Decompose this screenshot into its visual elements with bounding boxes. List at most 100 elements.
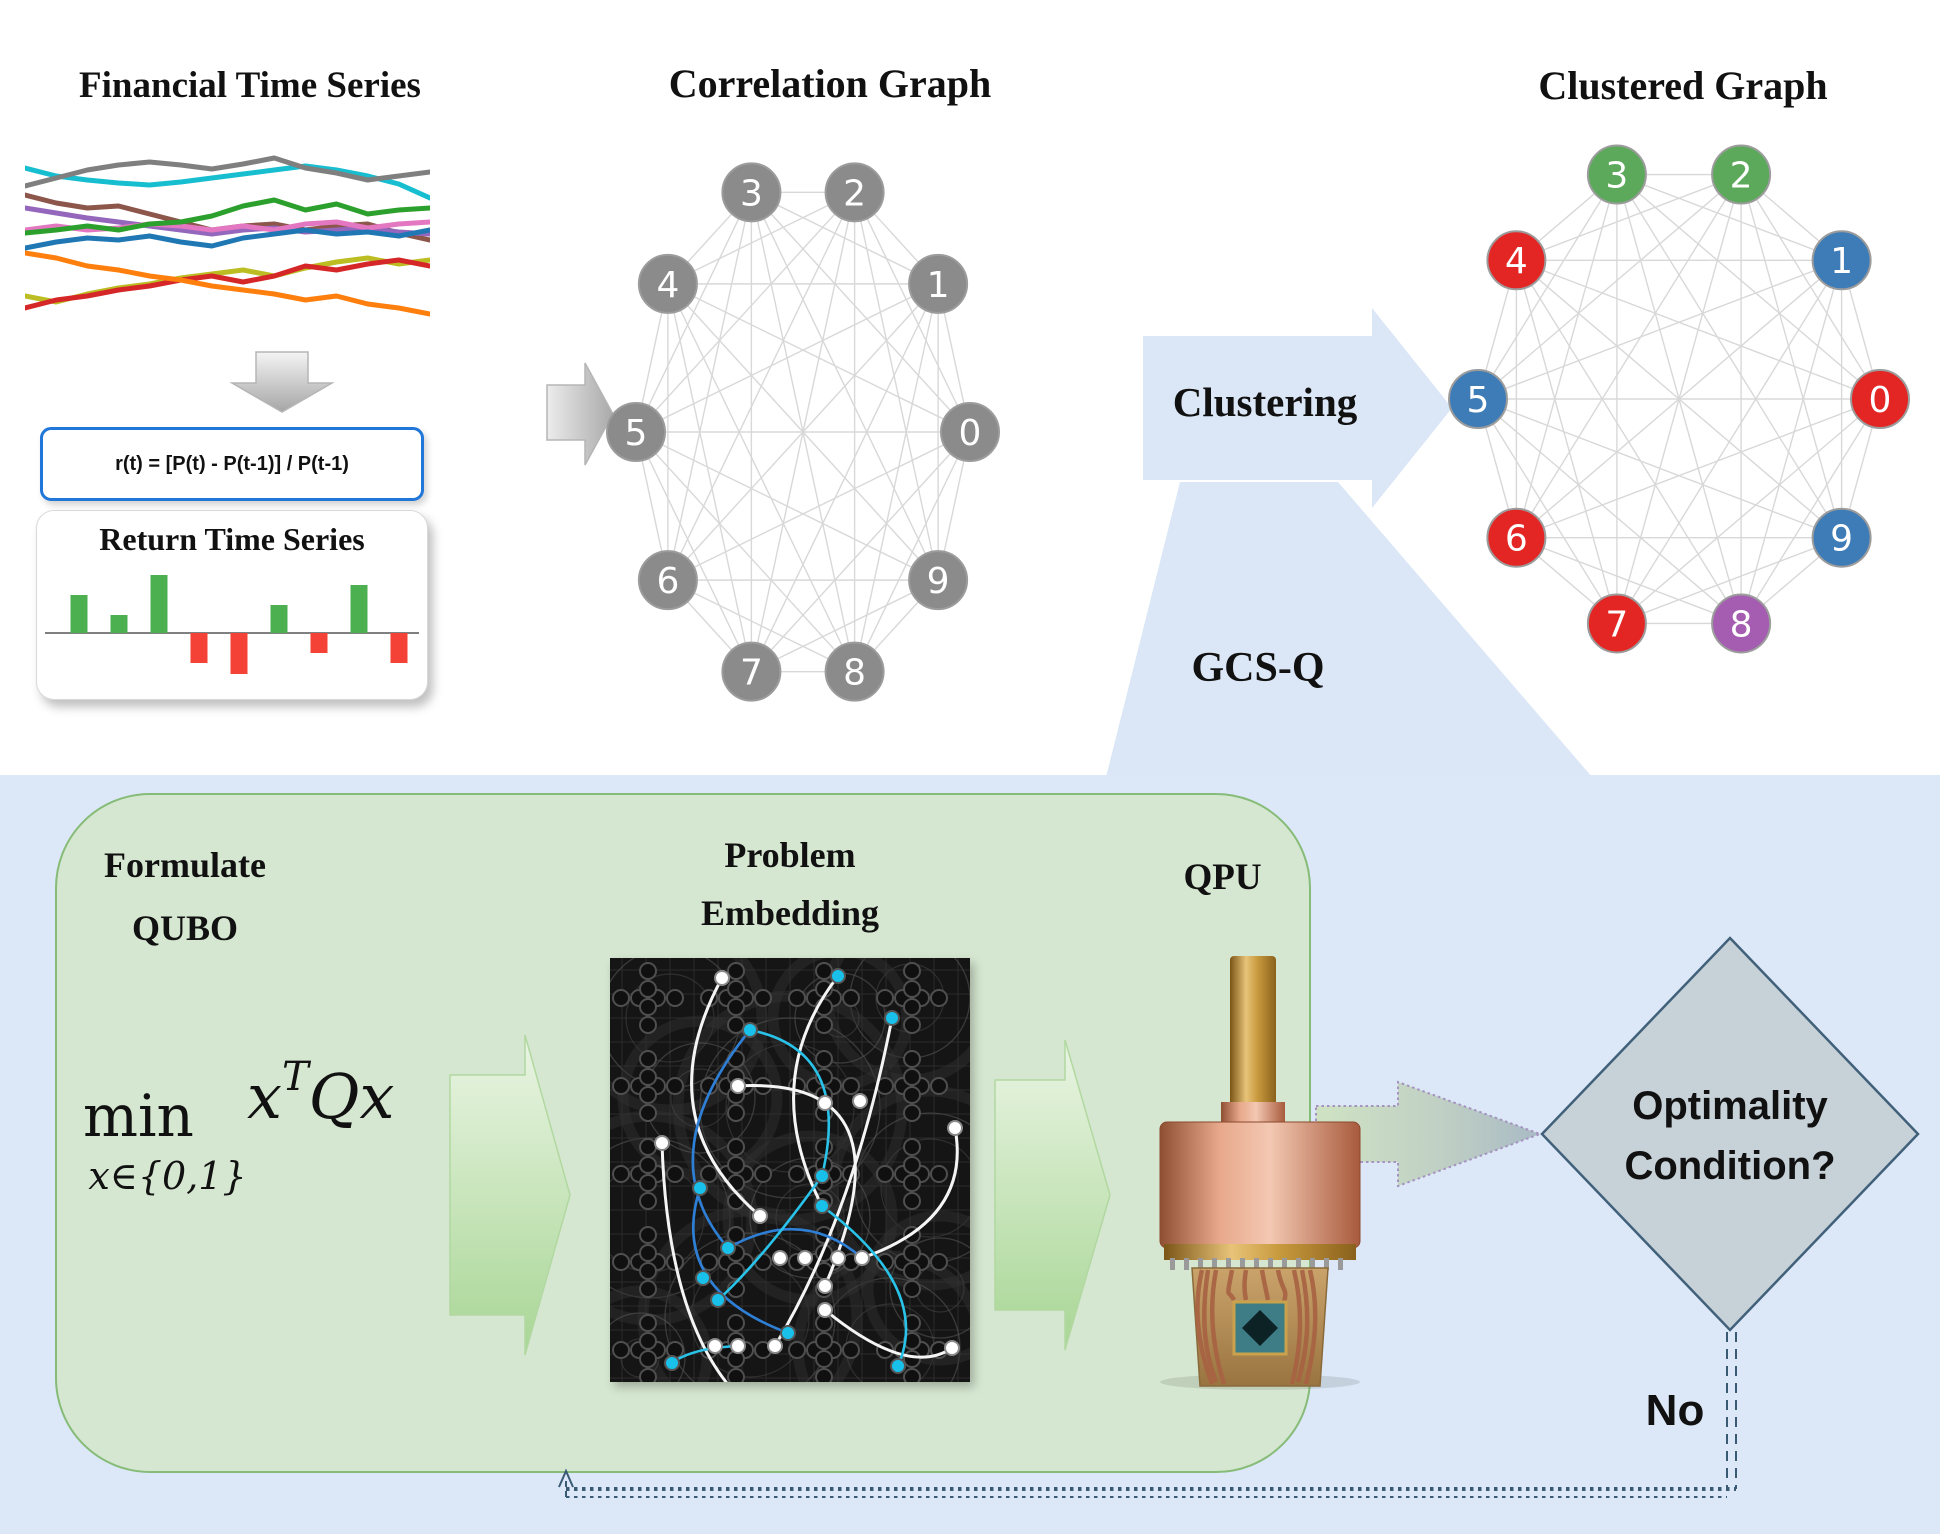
correlation-graph-title: Correlation Graph	[668, 61, 992, 106]
graph-node: 8	[824, 641, 885, 702]
graph-node-label: 4	[656, 265, 679, 306]
financial-time-series-title: Financial Time Series	[79, 65, 421, 106]
graph-node: 9	[908, 550, 969, 611]
graph-node-label: 5	[625, 413, 648, 454]
gcsq-label: GCS-Q	[1191, 645, 1325, 691]
down-arrow	[229, 351, 335, 413]
graph-edge	[751, 579, 939, 673]
formulate-qubo-heading: Formulate QUBO	[55, 834, 315, 960]
embedding-wire	[792, 974, 840, 1208]
graph-node: 1	[908, 253, 969, 314]
optimality-condition-label: Optimality Condition?	[1590, 1076, 1870, 1196]
graph-node: 3	[1586, 144, 1647, 205]
qubo-equation: min x∈{0,1} xTQx	[65, 1052, 455, 1247]
embedding-wire	[691, 1028, 752, 1250]
qpu-gold-band	[1164, 1244, 1356, 1260]
embedding-qubit-white	[654, 1135, 670, 1151]
graph-edge	[635, 431, 753, 672]
return-bar	[270, 605, 288, 633]
embedding-qubit-white	[714, 970, 730, 986]
embedding-qubit-white	[944, 1340, 960, 1356]
graph-edge	[635, 191, 856, 433]
embedding-wire	[726, 1227, 864, 1260]
graph-node: 2	[824, 162, 885, 223]
clustered-graph-title: Clustered Graph	[1538, 63, 1828, 108]
graph-node: 0	[940, 402, 1000, 462]
graph-edge	[1477, 398, 1842, 539]
financial-line-chart	[25, 155, 430, 317]
embedding-qubit-cyan	[814, 1198, 830, 1214]
graph-edge	[667, 283, 753, 672]
qpu-photo	[1159, 956, 1361, 1390]
price-series-line	[25, 197, 430, 236]
embedding-qubit-cyan	[692, 1180, 708, 1196]
graph-node-label: 2	[1730, 156, 1753, 197]
embedding-qubit-white	[752, 1208, 768, 1224]
return-time-series-card: Return Time Series	[36, 510, 428, 700]
graph-node-label: 1	[1830, 241, 1853, 282]
embedding-qubit-cyan	[814, 1168, 830, 1184]
embedding-line2: Embedding	[700, 893, 880, 933]
graph-node-label: 7	[1605, 604, 1628, 645]
embedding-qubit-white	[817, 1302, 833, 1318]
graph-node-label: 0	[1869, 380, 1892, 421]
embedding-qubit-cyan	[890, 1358, 906, 1374]
graph-node: 5	[1448, 369, 1508, 429]
graph-node: 2	[1711, 144, 1772, 205]
equation-min: min	[83, 1082, 194, 1150]
graph-node-label: 8	[843, 653, 866, 694]
optimality-line1: Optimality	[1632, 1084, 1828, 1128]
formulate-line1: Formulate	[104, 845, 266, 885]
return-bar	[190, 633, 208, 663]
embedding-qubit-white	[730, 1338, 746, 1354]
qpu-gold-rod	[1230, 956, 1276, 1108]
graph-edge	[667, 579, 855, 673]
graph-node-label: 1	[927, 265, 950, 306]
embedding-qubit-white	[830, 1250, 846, 1266]
graph-edge	[750, 192, 939, 581]
graph-node-label: 6	[1505, 519, 1528, 560]
graph-edge	[1616, 174, 1843, 539]
qpu-wires	[1195, 1269, 1318, 1385]
graph-edge	[1515, 260, 1618, 624]
graph-node: 5	[606, 402, 666, 462]
equation-expression: xTQx	[247, 1054, 395, 1133]
embedding-wire	[716, 1174, 824, 1302]
return-bar	[390, 633, 408, 663]
embedding-wire	[820, 1204, 908, 1368]
graph-node: 6	[637, 550, 698, 611]
graph-edge	[1616, 537, 1842, 625]
qpu-chip-core	[1242, 1310, 1278, 1346]
price-series-line	[25, 163, 430, 201]
embedding-qubit-white	[817, 1278, 833, 1294]
embedding-wire	[773, 1016, 894, 1348]
qpu-pins	[1170, 1258, 1343, 1270]
clustering-label: Clustering	[1172, 379, 1358, 425]
return-bar	[110, 615, 128, 633]
return-bar	[150, 575, 168, 633]
graph-edge	[853, 283, 939, 672]
graph-node: 1	[1811, 230, 1872, 291]
qpu-heading: QPU	[1183, 857, 1262, 898]
embedding-qubit-cyan	[830, 968, 846, 984]
price-series-line	[25, 227, 430, 251]
embedding-wire	[660, 1141, 728, 1382]
graph-node: 7	[721, 641, 782, 702]
graph-node-label: 6	[656, 561, 679, 602]
graph-edge	[1740, 174, 1843, 538]
graph-edge	[1740, 260, 1843, 624]
qpu-copper-drum	[1159, 1121, 1361, 1249]
graph-node-label: 5	[1467, 380, 1490, 421]
embedding-qubit-cyan	[742, 1022, 758, 1038]
graph-node-label: 0	[959, 413, 982, 454]
graph-node-label: 3	[1605, 156, 1628, 197]
graph-edge	[853, 192, 939, 581]
embedding-qubit-cyan	[695, 1270, 711, 1286]
embedding-qubit-cyan	[884, 1010, 900, 1026]
embedding-qubit-white	[772, 1250, 788, 1266]
graph-node-label: 8	[1730, 604, 1753, 645]
graph-node-label: 2	[843, 173, 866, 214]
price-series-line	[25, 155, 430, 189]
